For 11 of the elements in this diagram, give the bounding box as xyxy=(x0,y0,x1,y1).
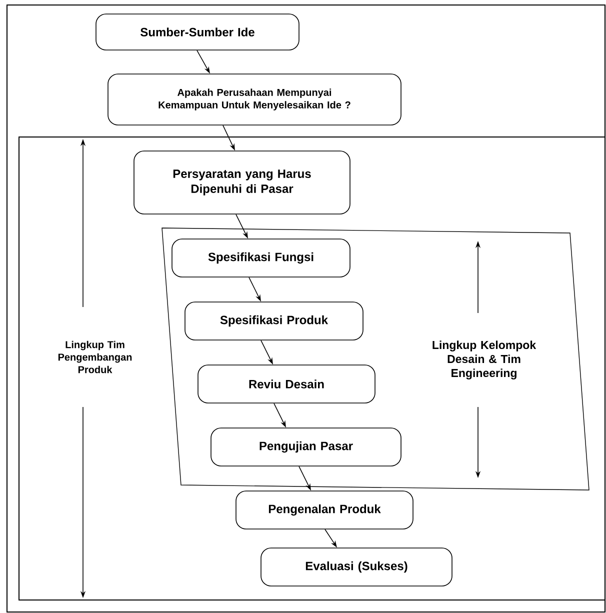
process-box: Evaluasi (Sukses) xyxy=(260,548,452,586)
process-box: Spesifikasi Fungsi xyxy=(172,238,350,278)
process-box: Apakah Perusahaan Mempunyai Kemampuan Untuk Menyelesaikan Ide ? xyxy=(108,74,402,126)
scope-label: Lingkup Kelompok Desain & Tim Engineering xyxy=(432,340,536,380)
scope-label: Lingkup Tim Pengembangan Produk xyxy=(58,340,132,374)
process-box: Sumber-Sumber Ide xyxy=(96,14,300,50)
process-box: Reviu Desain xyxy=(198,364,376,404)
process-box: Pengenalan Produk xyxy=(236,490,414,530)
process-box: Pengujian Pasar xyxy=(210,428,402,466)
process-box: Persyaratan yang Harus Dipenuhi di Pasar xyxy=(134,150,350,214)
process-box: Spesifikasi Produk xyxy=(184,302,364,340)
